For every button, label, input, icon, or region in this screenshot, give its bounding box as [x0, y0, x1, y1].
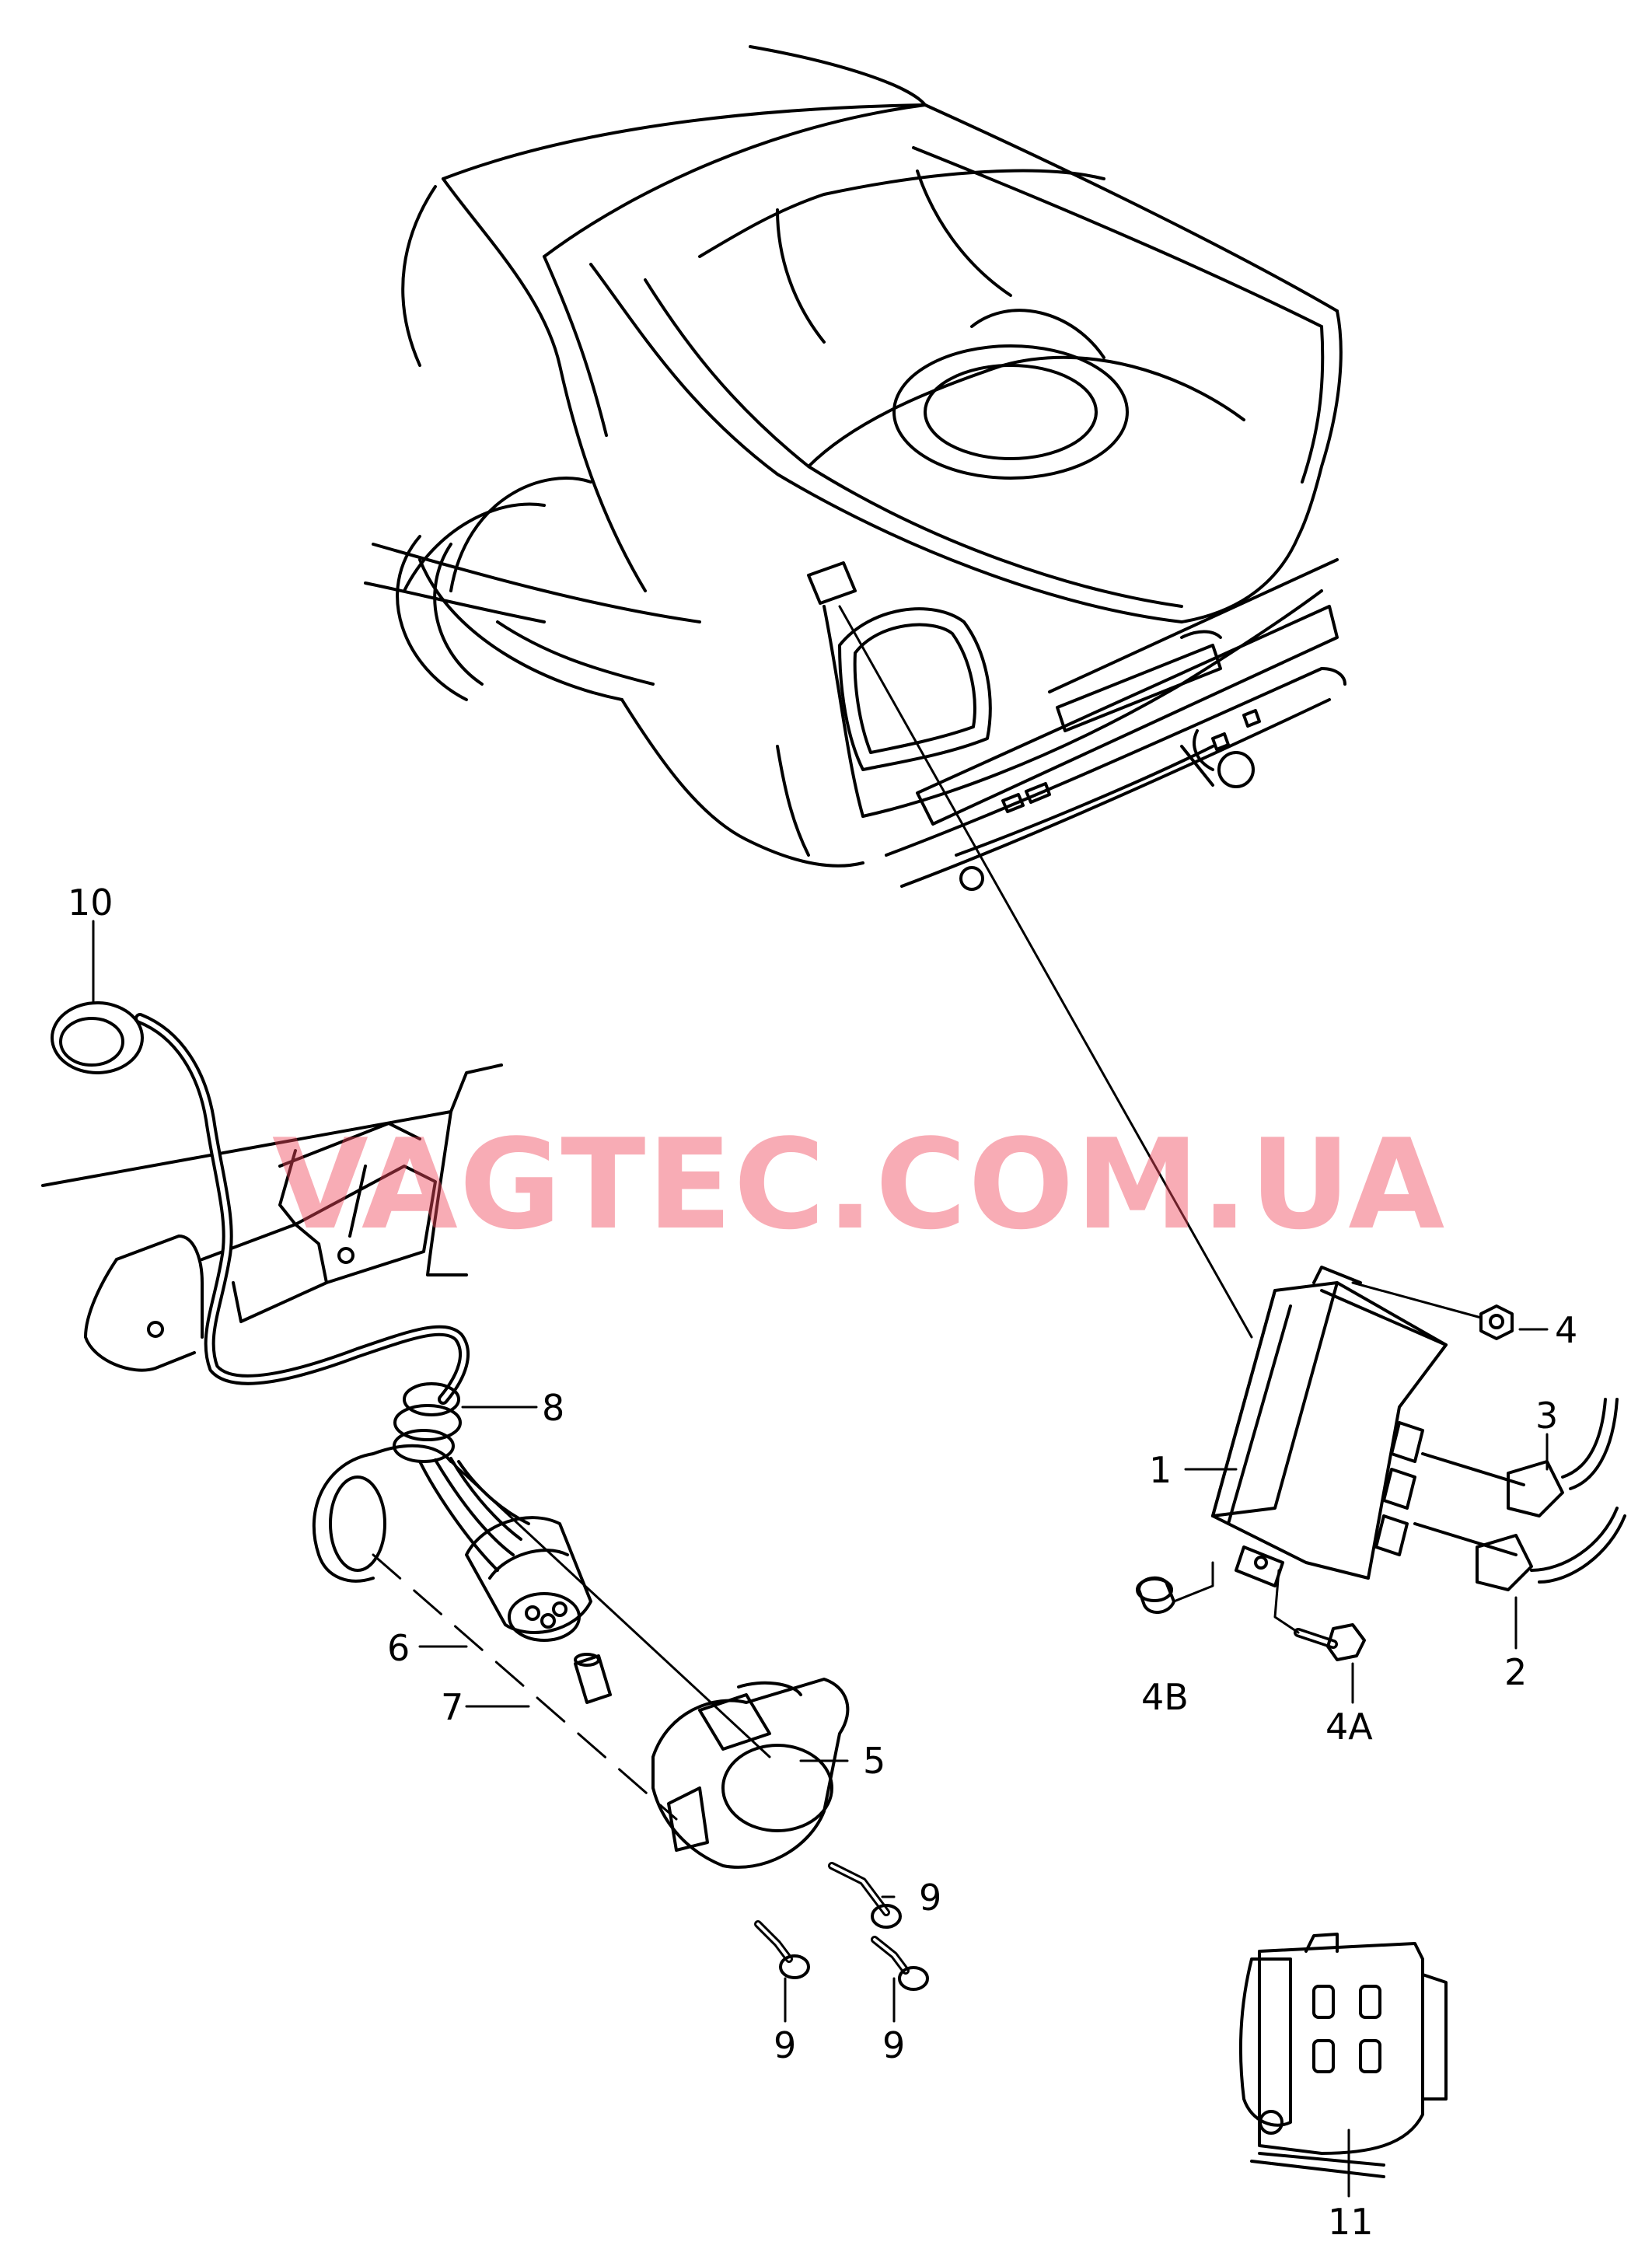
callout-3: 3 [1535, 1395, 1559, 1437]
callout-leaders [92, 920, 1549, 2198]
callout-4: 4 [1555, 1309, 1578, 1351]
callout-1: 1 [1149, 1449, 1172, 1491]
control-module-assembly [1136, 1266, 1626, 1661]
callout-9-lower-left: 9 [774, 2024, 797, 2066]
callout-6: 6 [387, 1627, 410, 1669]
trailer-socket-assembly [41, 1001, 929, 1991]
callout-9-upper: 9 [919, 1877, 942, 1919]
callout-7: 7 [441, 1686, 464, 1728]
watermark-text: VAGTEC.COM.UA [272, 1112, 1447, 1257]
callout-9-lower-right: 9 [882, 2024, 906, 2066]
callout-4a: 4A [1325, 1706, 1373, 1748]
callout-11: 11 [1328, 2201, 1374, 2243]
callout-4b: 4B [1141, 1676, 1189, 1718]
callout-2: 2 [1504, 1651, 1528, 1693]
mount-location-marker [807, 561, 857, 605]
connector-variant [1238, 1933, 1448, 2178]
callout-10: 10 [68, 882, 114, 924]
car-rear-body [364, 45, 1346, 891]
callout-8: 8 [542, 1387, 565, 1429]
callout-5: 5 [863, 1740, 886, 1782]
